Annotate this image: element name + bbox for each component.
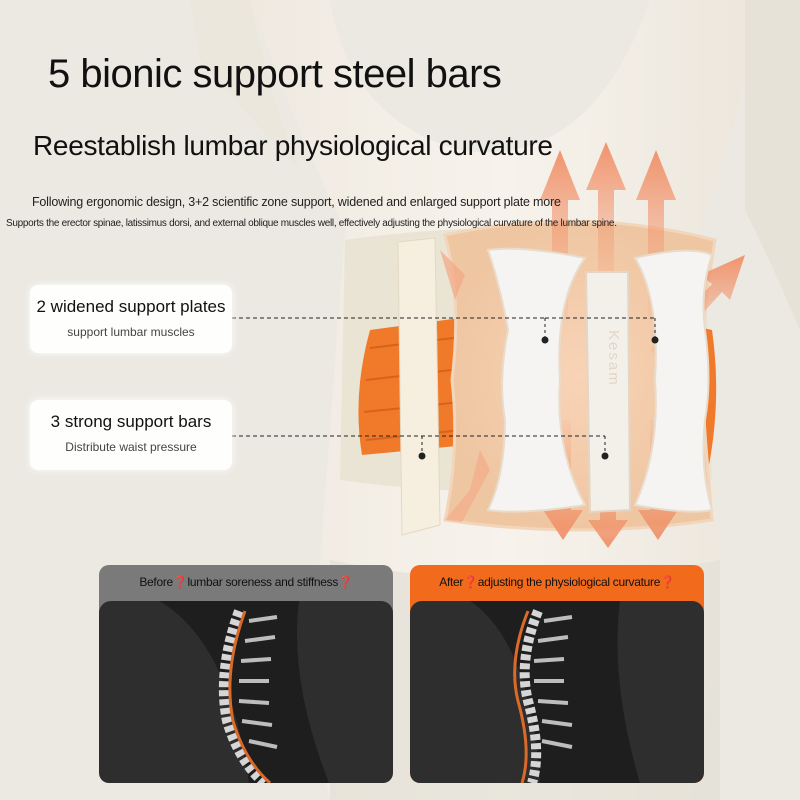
before-spine-image [99,601,393,783]
after-caption: After❓adjusting the physiological curvat… [439,575,675,589]
description-line-2: Supports the erector spinae, latissimus … [6,218,617,229]
feature-card-plates: 2 widened support plates support lumbar … [30,285,232,353]
feature-title: 2 widened support plates [36,297,226,316]
feature-card-bars: 3 strong support bars Distribute waist p… [30,400,232,470]
after-panel: After❓adjusting the physiological curvat… [410,565,704,783]
after-spine-image [410,601,704,783]
page-title: 5 bionic support steel bars [48,52,502,96]
brand-mark: Kesam [605,330,622,387]
feature-title: 3 strong support bars [50,412,212,431]
description-line-1: Following ergonomic design, 3+2 scientif… [32,195,561,209]
before-panel: Before❓lumbar soreness and stiffness❓ [99,565,393,783]
left-support-plate [486,247,587,513]
page-subtitle: Reestablish lumbar physiological curvatu… [33,130,553,161]
before-caption: Before❓lumbar soreness and stiffness❓ [139,575,353,589]
feature-subtitle: Distribute waist pressure [65,440,197,454]
center-support-bar [584,271,632,514]
feature-subtitle: support lumbar muscles [67,325,195,339]
right-support-plate [633,249,714,513]
